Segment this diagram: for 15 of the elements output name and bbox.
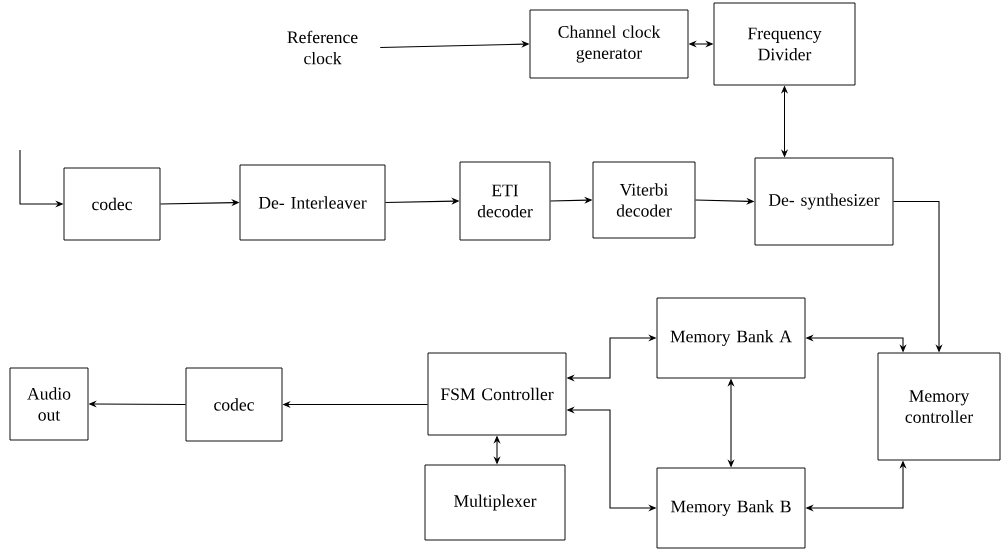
process-box: codec [63,167,161,241]
process-box: Memory Bank A [656,297,806,379]
process-box: Channel clock generator [529,9,689,79]
process-box: Multiplexer [424,464,566,541]
process-box: Memory controller [877,352,1001,461]
input-label: Reference clock [287,30,358,65]
process-box: ETI decoder [459,161,551,241]
process-box: De- Interleaver [239,164,386,241]
process-box: Memory Bank B [656,467,806,549]
process-box: FSM Controller [427,352,567,436]
process-box: De- synthesizer [754,157,894,246]
process-box: Viterbi decoder [592,161,696,239]
process-box: codec [185,367,283,442]
process-box: Audio out [9,367,89,441]
process-box: Frequency Divider [713,2,856,86]
